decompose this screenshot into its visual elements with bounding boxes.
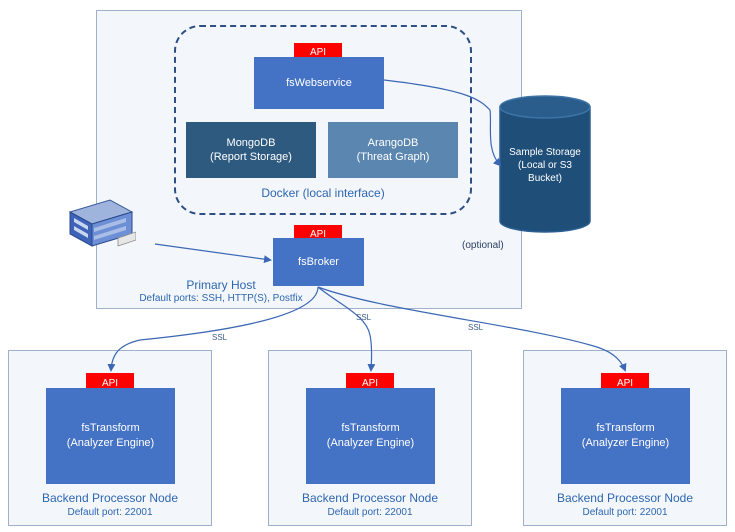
ssl-label-1: SSL [212,333,228,342]
docker-label: Docker (local interface) [261,186,385,200]
node-3-title: Backend Processor Node [556,491,694,505]
ssl-label-2: SSL [356,313,372,322]
node-2-port: Default port: 22001 [327,507,413,518]
broker-to-node-3-arrow [317,286,627,372]
docker-container [174,25,472,215]
fstransform-box-2: fsTransform (Analyzer Engine) [306,388,435,484]
fstransform-sublabel-2: (Analyzer Engine) [326,437,415,449]
primary-host-ports: Default ports: SSH, HTTP(S), Postfix [139,293,303,304]
webservice-api-badge: API [294,43,342,61]
fswebservice-label: fsWebservice [286,76,352,89]
arangodb-sublabel: (Threat Graph) [356,151,430,163]
node-1-title: Backend Processor Node [41,491,179,505]
fstransform-label-1: fsTransform [81,422,140,434]
fsbroker-box: fsBroker [273,238,364,286]
webservice-to-storage-arrow [383,79,502,167]
fsbroker-label: fsBroker [298,255,339,268]
node-2-title: Backend Processor Node [301,491,439,505]
sample-storage-cylinder [499,95,591,233]
mongodb-sublabel: (Report Storage) [210,151,292,163]
optional-label: (optional) [462,240,504,251]
fstransform-box-1: fsTransform (Analyzer Engine) [46,388,175,484]
fstransform-label-3: fsTransform [596,422,655,434]
arangodb-box: ArangoDB (Threat Graph) [328,122,458,178]
server-to-broker-arrow [154,243,272,264]
server-icon [68,199,136,247]
ssl-label-3: SSL [468,323,484,332]
mongodb-label: MongoDB [226,137,276,149]
sample-storage-line1: Sample Storage [509,147,581,158]
sample-storage-label: Sample Storage (Local or S3 Bucket) [500,146,590,185]
mongodb-box: MongoDB (Report Storage) [186,122,316,178]
sample-storage-line2: (Local or S3 [518,160,572,171]
primary-host-title: Primary Host [186,278,256,292]
node-3-port: Default port: 22001 [582,507,668,518]
broker-to-node-2-arrow [317,286,376,372]
fstransform-sublabel-3: (Analyzer Engine) [581,437,670,449]
fstransform-sublabel-1: (Analyzer Engine) [66,437,155,449]
sample-storage-line3: Bucket) [528,173,562,184]
fstransform-label-2: fsTransform [341,422,400,434]
node-1-port: Default port: 22001 [67,507,153,518]
fswebservice-box: fsWebservice [254,57,384,109]
arangodb-label: ArangoDB [367,137,419,149]
broker-to-node-1-arrow [107,286,319,372]
fstransform-box-3: fsTransform (Analyzer Engine) [561,388,690,484]
